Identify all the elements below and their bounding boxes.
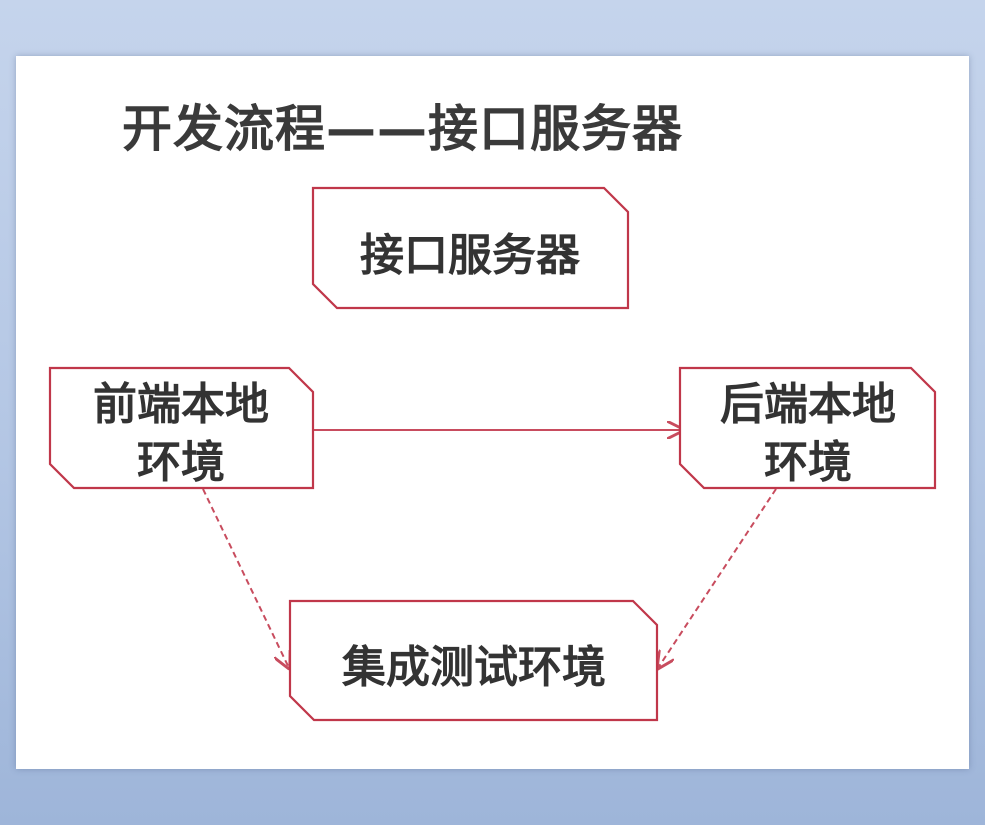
node-integration-test: 集成测试环境 — [288, 599, 659, 722]
node-integration-test-label: 集成测试环境 — [341, 642, 606, 693]
edge-backend-to-integration — [658, 488, 777, 668]
node-frontend-local: 前端本地 环境 — [48, 366, 315, 490]
node-frontend-local-line2: 环境 — [137, 437, 225, 488]
node-interface-server-label: 接口服务器 — [360, 230, 581, 281]
node-frontend-local-line1: 前端本地 — [93, 379, 269, 430]
node-interface-server: 接口服务器 — [311, 186, 630, 310]
node-backend-local-line1: 后端本地 — [720, 379, 896, 430]
node-backend-local: 后端本地 环境 — [678, 366, 937, 490]
slide-title: 开发流程——接口服务器 — [122, 100, 683, 158]
edge-frontend-to-integration — [202, 488, 289, 668]
node-backend-local-line2: 环境 — [764, 437, 852, 488]
